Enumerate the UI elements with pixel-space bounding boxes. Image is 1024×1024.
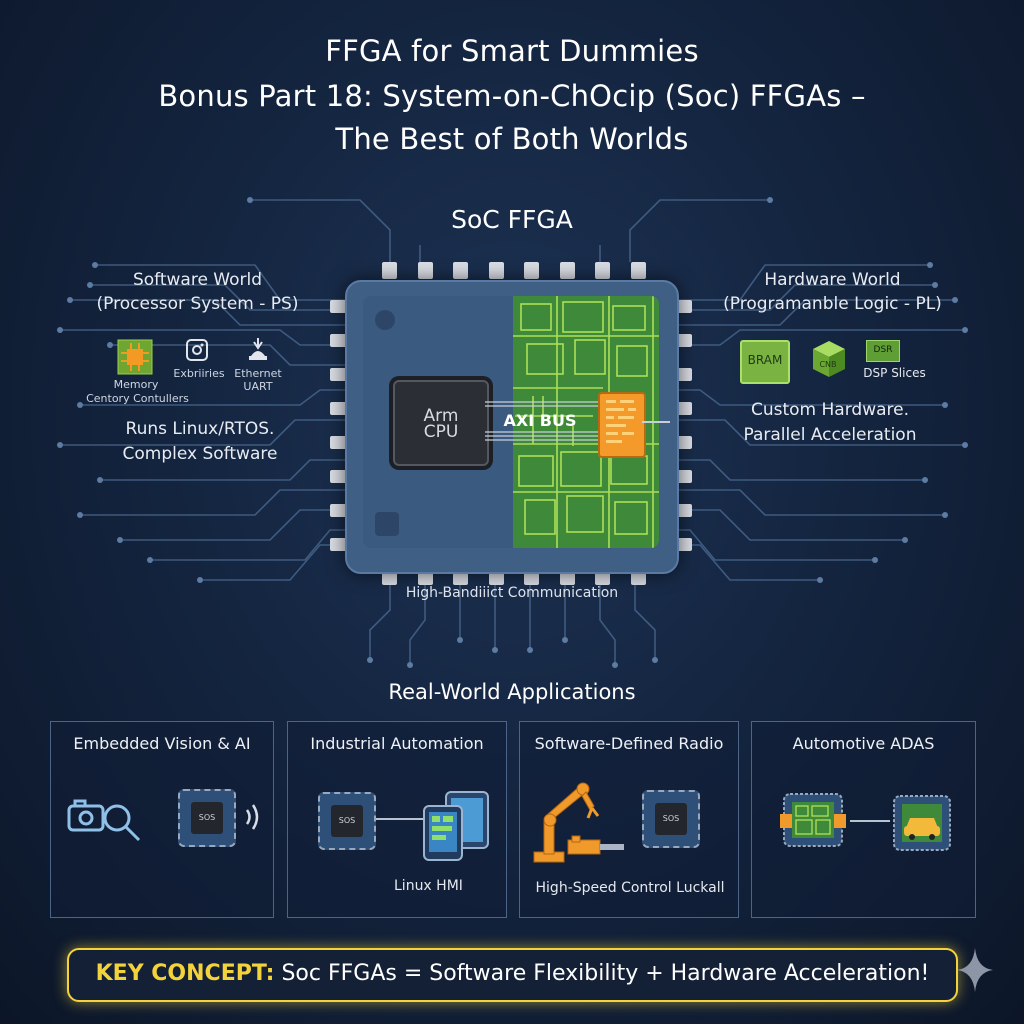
uart-caption: UART (243, 380, 273, 393)
bram-block-icon: BRAM (740, 340, 790, 384)
chip-pin (675, 436, 692, 449)
page-title-line-3: The Best of Both Worlds (335, 122, 689, 156)
chip-pin (675, 504, 692, 517)
chip-pin (630, 262, 646, 279)
chip-pin (330, 368, 347, 381)
fabric-connector (642, 421, 670, 423)
chip-pin (675, 334, 692, 347)
chip-pin (675, 300, 692, 313)
adas-fpga-chip-icon (780, 793, 846, 847)
linux-hmi-caption: Linux HMI (394, 878, 463, 894)
logic-cube-icon (805, 335, 851, 385)
app-card-embedded-vision: Embedded Vision & AI SOS (50, 721, 274, 918)
soc-mini-chip: SOS (178, 789, 236, 847)
ethernet-icon (247, 336, 269, 368)
mini-chip-die: SOS (655, 803, 687, 835)
key-concept-statement: Soc FFGAs = Software Flexibility + Hardw… (274, 961, 930, 986)
chip-pin (330, 334, 347, 347)
fpga-fabric-block (598, 392, 646, 458)
chip-pin (330, 436, 347, 449)
key-concept-label: KEY CONCEPT: (95, 961, 275, 986)
peripherals-caption: Exbriiries (173, 367, 225, 380)
key-concept-text: KEY CONCEPT: Soc FFGAs = Software Flexib… (69, 961, 956, 986)
chip-pin (330, 504, 347, 517)
chip-pin (330, 538, 347, 551)
chip-pin (330, 300, 347, 313)
hardware-desc-line-2: Parallel Acceleration (743, 425, 917, 445)
chip-pin (382, 262, 397, 279)
chip-orientation-dot (375, 310, 395, 330)
app-card-title: Software-Defined Radio (534, 734, 724, 753)
chip-pin (524, 262, 539, 279)
bram-label: BRAM (747, 353, 783, 367)
cpu-label-line-2: CPU (423, 422, 459, 442)
dsp-chip-label: DSR (873, 345, 893, 355)
hardware-world-description: Custom Hardware. Parallel Acceleration (710, 398, 950, 448)
app-card-title: Industrial Automation (310, 734, 484, 753)
robot-arm-icon (533, 782, 624, 863)
cpu-label-line-1: Arm (423, 406, 459, 426)
chip-pin (675, 470, 692, 483)
chip-pin (559, 262, 575, 279)
axi-bus-lines (485, 401, 600, 441)
software-world-title: Software World (132, 270, 263, 290)
chip-pin (453, 262, 468, 279)
dsp-slices-caption: DSP Slices (863, 366, 926, 380)
sparkle-icon (957, 948, 993, 992)
hardware-world-heading: Hardware World (Programanble Logic - PL) (705, 268, 960, 316)
chip-pin (595, 262, 610, 279)
chip-pin (488, 262, 504, 279)
soc-mini-chip: SOS (318, 792, 376, 850)
wireless-signal-icon (245, 804, 259, 830)
chip-pin (675, 368, 692, 381)
software-desc-line-2: Complex Software (122, 444, 278, 464)
software-world-heading: Software World (Processor System - PS) (70, 268, 325, 316)
ethernet-caption: Ethernet (234, 367, 282, 380)
high-speed-control-caption: High-Speed Control Luckall (535, 880, 725, 896)
logic-cube-label: CNB (819, 360, 837, 369)
soc-ffga-label: SoC FFGA (451, 205, 573, 234)
page-title-line-1: FFGA for Smart Dummies (325, 34, 699, 68)
software-world-subtitle: (Processor System - PS) (96, 294, 299, 314)
app-card-title: Automotive ADAS (792, 734, 935, 753)
hmi-tablet-icon (423, 791, 489, 861)
app-card-automotive-adas: Automotive ADAS (751, 721, 976, 918)
connection-line (850, 820, 890, 822)
memory-controller-icon (185, 338, 209, 366)
app-card-software-defined-radio: Software-Defined Radio SOS High-Speed Co… (519, 721, 739, 918)
applications-title: Real-World Applications (388, 680, 636, 704)
app-card-title: Embedded Vision & AI (73, 734, 251, 753)
chip-pin (417, 262, 433, 279)
key-concept-banner: KEY CONCEPT: Soc FFGAs = Software Flexib… (67, 948, 958, 1002)
processor-icon (117, 339, 153, 379)
controllers-caption: Centory Contullers (86, 392, 189, 405)
hardware-desc-line-1: Custom Hardware. (750, 400, 909, 420)
page-title-line-2: Bonus Part 18: System-on-ChOcip (Soc) FF… (158, 79, 866, 113)
software-desc-line-1: Runs Linux/RTOS. (125, 419, 275, 439)
app-card-industrial-automation: Industrial Automation SOS Linux HMI (287, 721, 507, 918)
hardware-world-subtitle: (Programanble Logic - PL) (723, 294, 942, 314)
car-sensor-chip-icon (893, 795, 951, 851)
chip-corner-pad (375, 512, 399, 536)
chip-pin (330, 402, 347, 415)
chip-pin (330, 470, 347, 483)
chip-pin (675, 402, 692, 415)
soc-mini-chip: SOS (642, 790, 700, 848)
high-bandwidth-label: High-Bandiiict Communication (405, 585, 619, 601)
chip-pin (675, 538, 692, 551)
mini-chip-die: SOS (331, 805, 363, 837)
software-world-description: Runs Linux/RTOS. Complex Software (80, 417, 320, 467)
camera-magnifier-icon (67, 799, 141, 842)
axi-bus-label: AXI BUS (503, 411, 577, 430)
connection-line (376, 818, 424, 820)
mini-chip-die: SOS (191, 802, 223, 834)
dsp-chip-icon: DSR (866, 340, 900, 362)
hardware-world-title: Hardware World (764, 270, 901, 290)
arm-cpu-chip: Arm CPU (393, 380, 489, 466)
memory-caption: Memory (113, 378, 159, 391)
cpu-label: Arm CPU (395, 406, 487, 442)
